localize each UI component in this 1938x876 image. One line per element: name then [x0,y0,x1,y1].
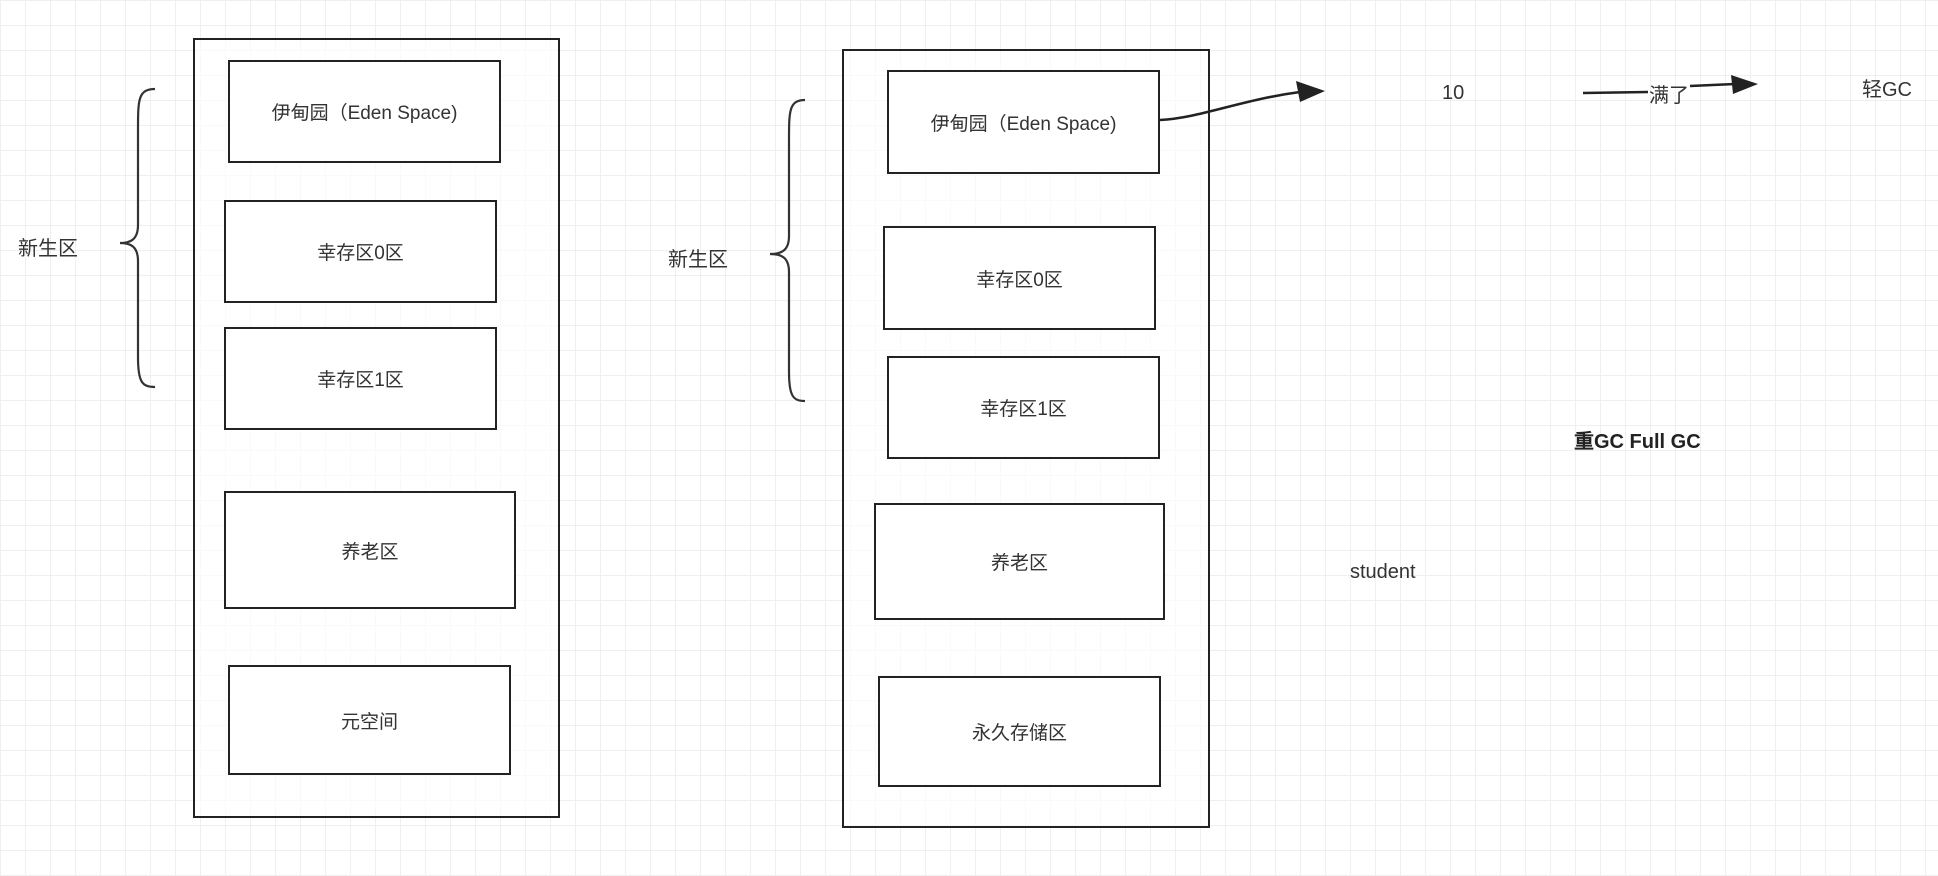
left-survivor1-box: 幸存区1区 [224,327,497,430]
left-young-gen-brace [119,87,156,389]
left-survivor1-label: 幸存区1区 [317,370,404,391]
right-eden-label: 伊甸园（Eden Space) [930,113,1117,135]
left-metaspace-label: 元空间 [340,711,398,733]
major-gc-label: 重GC Full GC [1574,431,1701,453]
right-survivor1-label: 幸存区1区 [980,399,1067,420]
right-old-gen-label: 养老区 [990,553,1048,574]
left-eden-label: 伊甸园（Eden Space) [271,103,458,124]
right-young-gen-label: 新生区 [668,249,728,271]
left-eden-box: 伊甸园（Eden Space) [228,60,501,163]
right-survivor0-box: 幸存区0区 [883,226,1156,330]
left-young-gen-label: 新生区 [18,238,78,260]
full-arrow-line-left [1582,90,1649,95]
eden-overflow-arrowhead [1296,81,1325,102]
right-young-gen-brace [769,98,806,403]
student-label: student [1350,561,1416,583]
right-old-gen-box: 养老区 [874,503,1165,620]
count-label: 10 [1442,82,1465,104]
full-label: 满了 [1649,85,1689,107]
full-arrowhead [1731,75,1758,94]
left-old-gen-label: 养老区 [341,541,399,563]
left-survivor0-box: 幸存区0区 [224,200,497,303]
full-arrow-line-right [1689,82,1736,88]
right-survivor0-label: 幸存区0区 [976,269,1063,291]
right-permgen-box: 永久存储区 [878,676,1161,787]
left-old-gen-box: 养老区 [224,491,516,609]
right-eden-box: 伊甸园（Eden Space) [887,70,1160,174]
left-survivor0-label: 幸存区0区 [317,243,404,264]
right-survivor1-box: 幸存区1区 [887,356,1160,459]
minor-gc-label: 轻GC [1862,79,1912,101]
left-metaspace-box: 元空间 [228,665,511,775]
right-permgen-label: 永久存储区 [971,723,1067,744]
